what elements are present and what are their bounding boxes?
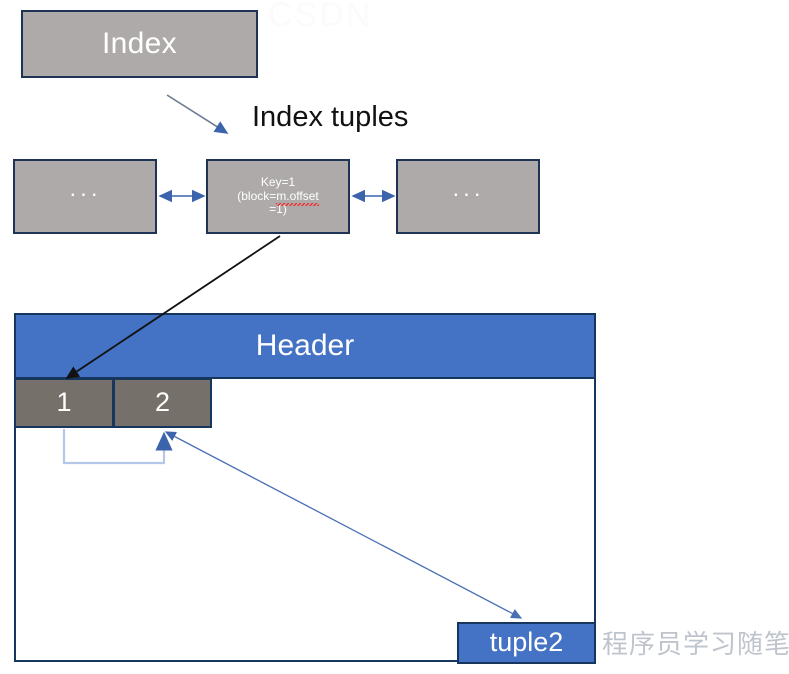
line-pointer-slot-1-label: 1 (56, 387, 72, 418)
tuple2-label: tuple2 (489, 627, 564, 658)
page-header-label: Header (255, 328, 355, 362)
watermark-ghost-top: CSDN (268, 0, 373, 34)
index-tuple-key-spellcheck-text: m.offset (276, 188, 320, 207)
index-tuples-label: Index tuples (252, 101, 409, 133)
index-tuple-right-ellipsis-box: ··· (396, 159, 540, 234)
watermark-caption: 程序员学习随笔 (602, 629, 789, 659)
index-tuple-left-label: ··· (69, 180, 101, 207)
index-tuple-key-line2: (block=m.offset (237, 188, 320, 207)
page-header-bar: Header (14, 313, 596, 379)
index-box: Index (21, 10, 258, 78)
tuple2-box: tuple2 (457, 622, 596, 664)
arrow-index-to-tuples (166, 94, 229, 134)
line-pointer-slot-2-label: 2 (154, 387, 171, 418)
index-tuple-left-ellipsis-box: ··· (13, 159, 157, 234)
index-tuple-key-line1: Key=1 (260, 174, 296, 189)
index-tuple-key-box: Key=1 (block=m.offset =1) (206, 159, 350, 234)
index-box-label: Index (102, 26, 177, 60)
index-tuple-key-line2-prefix: (block= (237, 188, 277, 203)
line-pointer-slot-2: 2 (113, 378, 212, 428)
index-tuple-right-label: ··· (452, 180, 484, 207)
line-pointer-slot-1: 1 (14, 378, 114, 428)
